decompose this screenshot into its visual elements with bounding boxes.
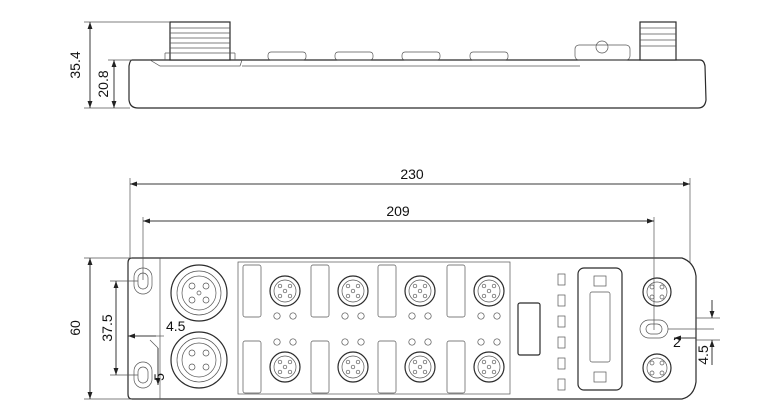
- port-led: [493, 312, 501, 320]
- dimension-hole-spacing-length: 209: [142, 203, 655, 330]
- io-port: [377, 264, 436, 320]
- port-led: [408, 338, 416, 346]
- side-view-body: [128, 59, 707, 109]
- status-led: [557, 378, 566, 391]
- dimension-slot-offset: 4.5: [695, 300, 720, 365]
- dimension-label-4-5: 4.5: [166, 318, 186, 334]
- dimension-label-5: 5: [151, 373, 167, 381]
- port-led: [289, 338, 297, 346]
- top-view: 230 209 60 37.5 4.5: [67, 166, 720, 400]
- io-port: [446, 264, 505, 320]
- dimension-label-20-8: 20.8: [95, 70, 111, 97]
- dimension-label-4-5-right: 4.5: [695, 345, 711, 365]
- dimension-hole-spacing-height: 37.5: [99, 280, 138, 376]
- port-led: [273, 338, 281, 346]
- dimension-body-height: 20.8: [95, 59, 132, 108]
- dimension-label-209: 209: [386, 203, 410, 219]
- io-port: [242, 264, 301, 320]
- status-led: [557, 273, 566, 286]
- bus-address-module: [577, 267, 623, 391]
- port-led: [477, 338, 485, 346]
- port-led: [357, 312, 365, 320]
- port-led: [357, 338, 365, 346]
- dimension-hole-edge-offset: 5: [149, 339, 167, 385]
- port-led: [273, 312, 281, 320]
- port-led: [341, 312, 349, 320]
- power-connector-side: [164, 21, 236, 61]
- status-led: [557, 336, 566, 349]
- dimension-label-2: 2: [673, 334, 681, 350]
- dimension-slot-width: 2: [668, 328, 714, 350]
- power-connector-in: [170, 264, 228, 322]
- status-led: [557, 315, 566, 328]
- dimension-total-length: 230: [129, 166, 691, 262]
- bus-connector-in: [642, 277, 672, 307]
- status-led: [557, 357, 566, 370]
- io-port-array: [242, 264, 505, 394]
- dimension-hole-offset-x: 4.5: [128, 318, 186, 339]
- dimension-label-35-4: 35.4: [67, 51, 83, 78]
- bus-connector-out: [642, 353, 672, 383]
- port-led: [424, 312, 432, 320]
- port-led: [424, 338, 432, 346]
- status-led: [557, 294, 566, 307]
- dimension-total-height: 35.4: [67, 21, 170, 109]
- io-port: [310, 338, 369, 394]
- io-port: [310, 264, 369, 320]
- io-port: [446, 338, 505, 394]
- port-led: [477, 312, 485, 320]
- side-view: 35.4 20.8: [67, 21, 707, 109]
- io-port: [242, 338, 301, 394]
- status-led-column: [557, 273, 566, 391]
- io-port: [377, 338, 436, 394]
- dimension-label-230: 230: [400, 166, 424, 182]
- power-connector-out: [170, 331, 228, 389]
- dimension-height: 60: [67, 257, 132, 400]
- bus-connector-side: [639, 21, 677, 61]
- port-led: [341, 338, 349, 346]
- dimension-label-60: 60: [67, 320, 83, 336]
- port-led: [408, 312, 416, 320]
- marker-label-slot: [517, 302, 541, 356]
- port-led: [493, 338, 501, 346]
- dimension-label-37-5: 37.5: [99, 314, 115, 341]
- port-led: [289, 312, 297, 320]
